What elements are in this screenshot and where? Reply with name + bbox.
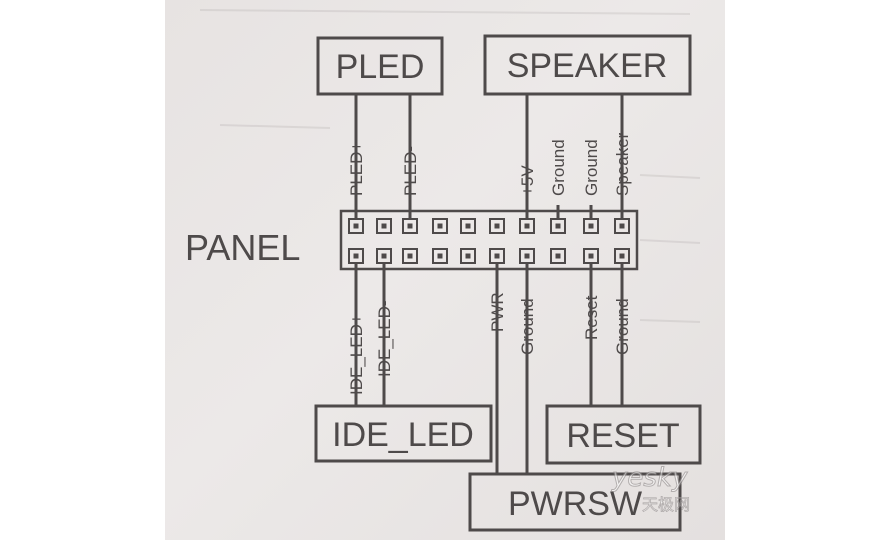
background-ghost-lines [199,9,701,323]
reset-box-label: RESET [566,417,679,455]
pin-dot [437,253,443,259]
speaker-box: SPEAKER [483,34,692,96]
pin-dot [619,253,625,259]
pin-dot [353,253,359,259]
pin-dot [407,253,413,259]
connection-lines [354,94,624,474]
pin-label-pled-plus: PLED+ [347,142,366,196]
pin-slot [489,218,505,234]
pin-dot [524,223,530,229]
pin-dot [437,223,443,229]
pin-header [339,209,639,271]
pin-label-pled-minus: PLED- [401,146,420,196]
pin-dot [494,223,500,229]
pin-dot [465,253,471,259]
ide-led-box-label: IDE_LED [332,416,474,454]
pin-header-outline [339,209,639,271]
yesky-watermark: yesky 天极网 [611,463,691,515]
pin-dot [555,223,561,229]
pin-dot [619,223,625,229]
pin-slot [432,218,448,234]
pin-dot [524,253,530,259]
pin-label-pwr: PWR [488,292,507,332]
pled-box-label: PLED [336,48,425,86]
panel-label: PANEL [185,227,300,268]
pwrsw-box: PWRSW [468,472,682,532]
pin-dot [588,223,594,229]
pin-dot [381,253,387,259]
reset-box: RESET [545,404,702,465]
pin-dot [353,223,359,229]
ide-led-box: IDE_LED [314,404,493,463]
pin-label-reset: Reset [582,295,601,340]
pin-label-ide-led-plus: IDE_LED+ [347,314,366,395]
pin-label-pwr-ground: Ground [518,298,537,355]
pin-label-speaker: Speaker [613,132,632,196]
watermark-chinese: 天极网 [642,495,690,514]
pin-slot [376,218,392,234]
top-pin-labels: PLED+ PLED- +5V Ground Ground Speaker [347,132,632,196]
pin-label-5v: +5V [518,165,537,196]
pin-label-ground-1: Ground [549,139,568,196]
pin-slot [460,218,476,234]
speaker-box-label: SPEAKER [507,47,668,85]
pin-dot [381,223,387,229]
pin-label-ground-2: Ground [582,139,601,196]
pin-slot [402,248,418,264]
pin-slot [432,248,448,264]
pin-dot [555,253,561,259]
pin-label-ide-led-minus: IDE_LED- [375,300,394,377]
pin-dot [494,253,500,259]
watermark-brand: yesky [611,463,688,493]
pin-dot [407,223,413,229]
pin-slot [460,248,476,264]
pled-box: PLED [316,36,444,96]
pin-dot [588,253,594,259]
bottom-pin-labels: IDE_LED+ IDE_LED- PWR Ground Reset Groun… [347,292,632,395]
pin-dot [465,223,471,229]
pin-slot [550,248,566,264]
pwrsw-box-label: PWRSW [508,485,642,523]
pin-label-reset-ground: Ground [613,298,632,355]
